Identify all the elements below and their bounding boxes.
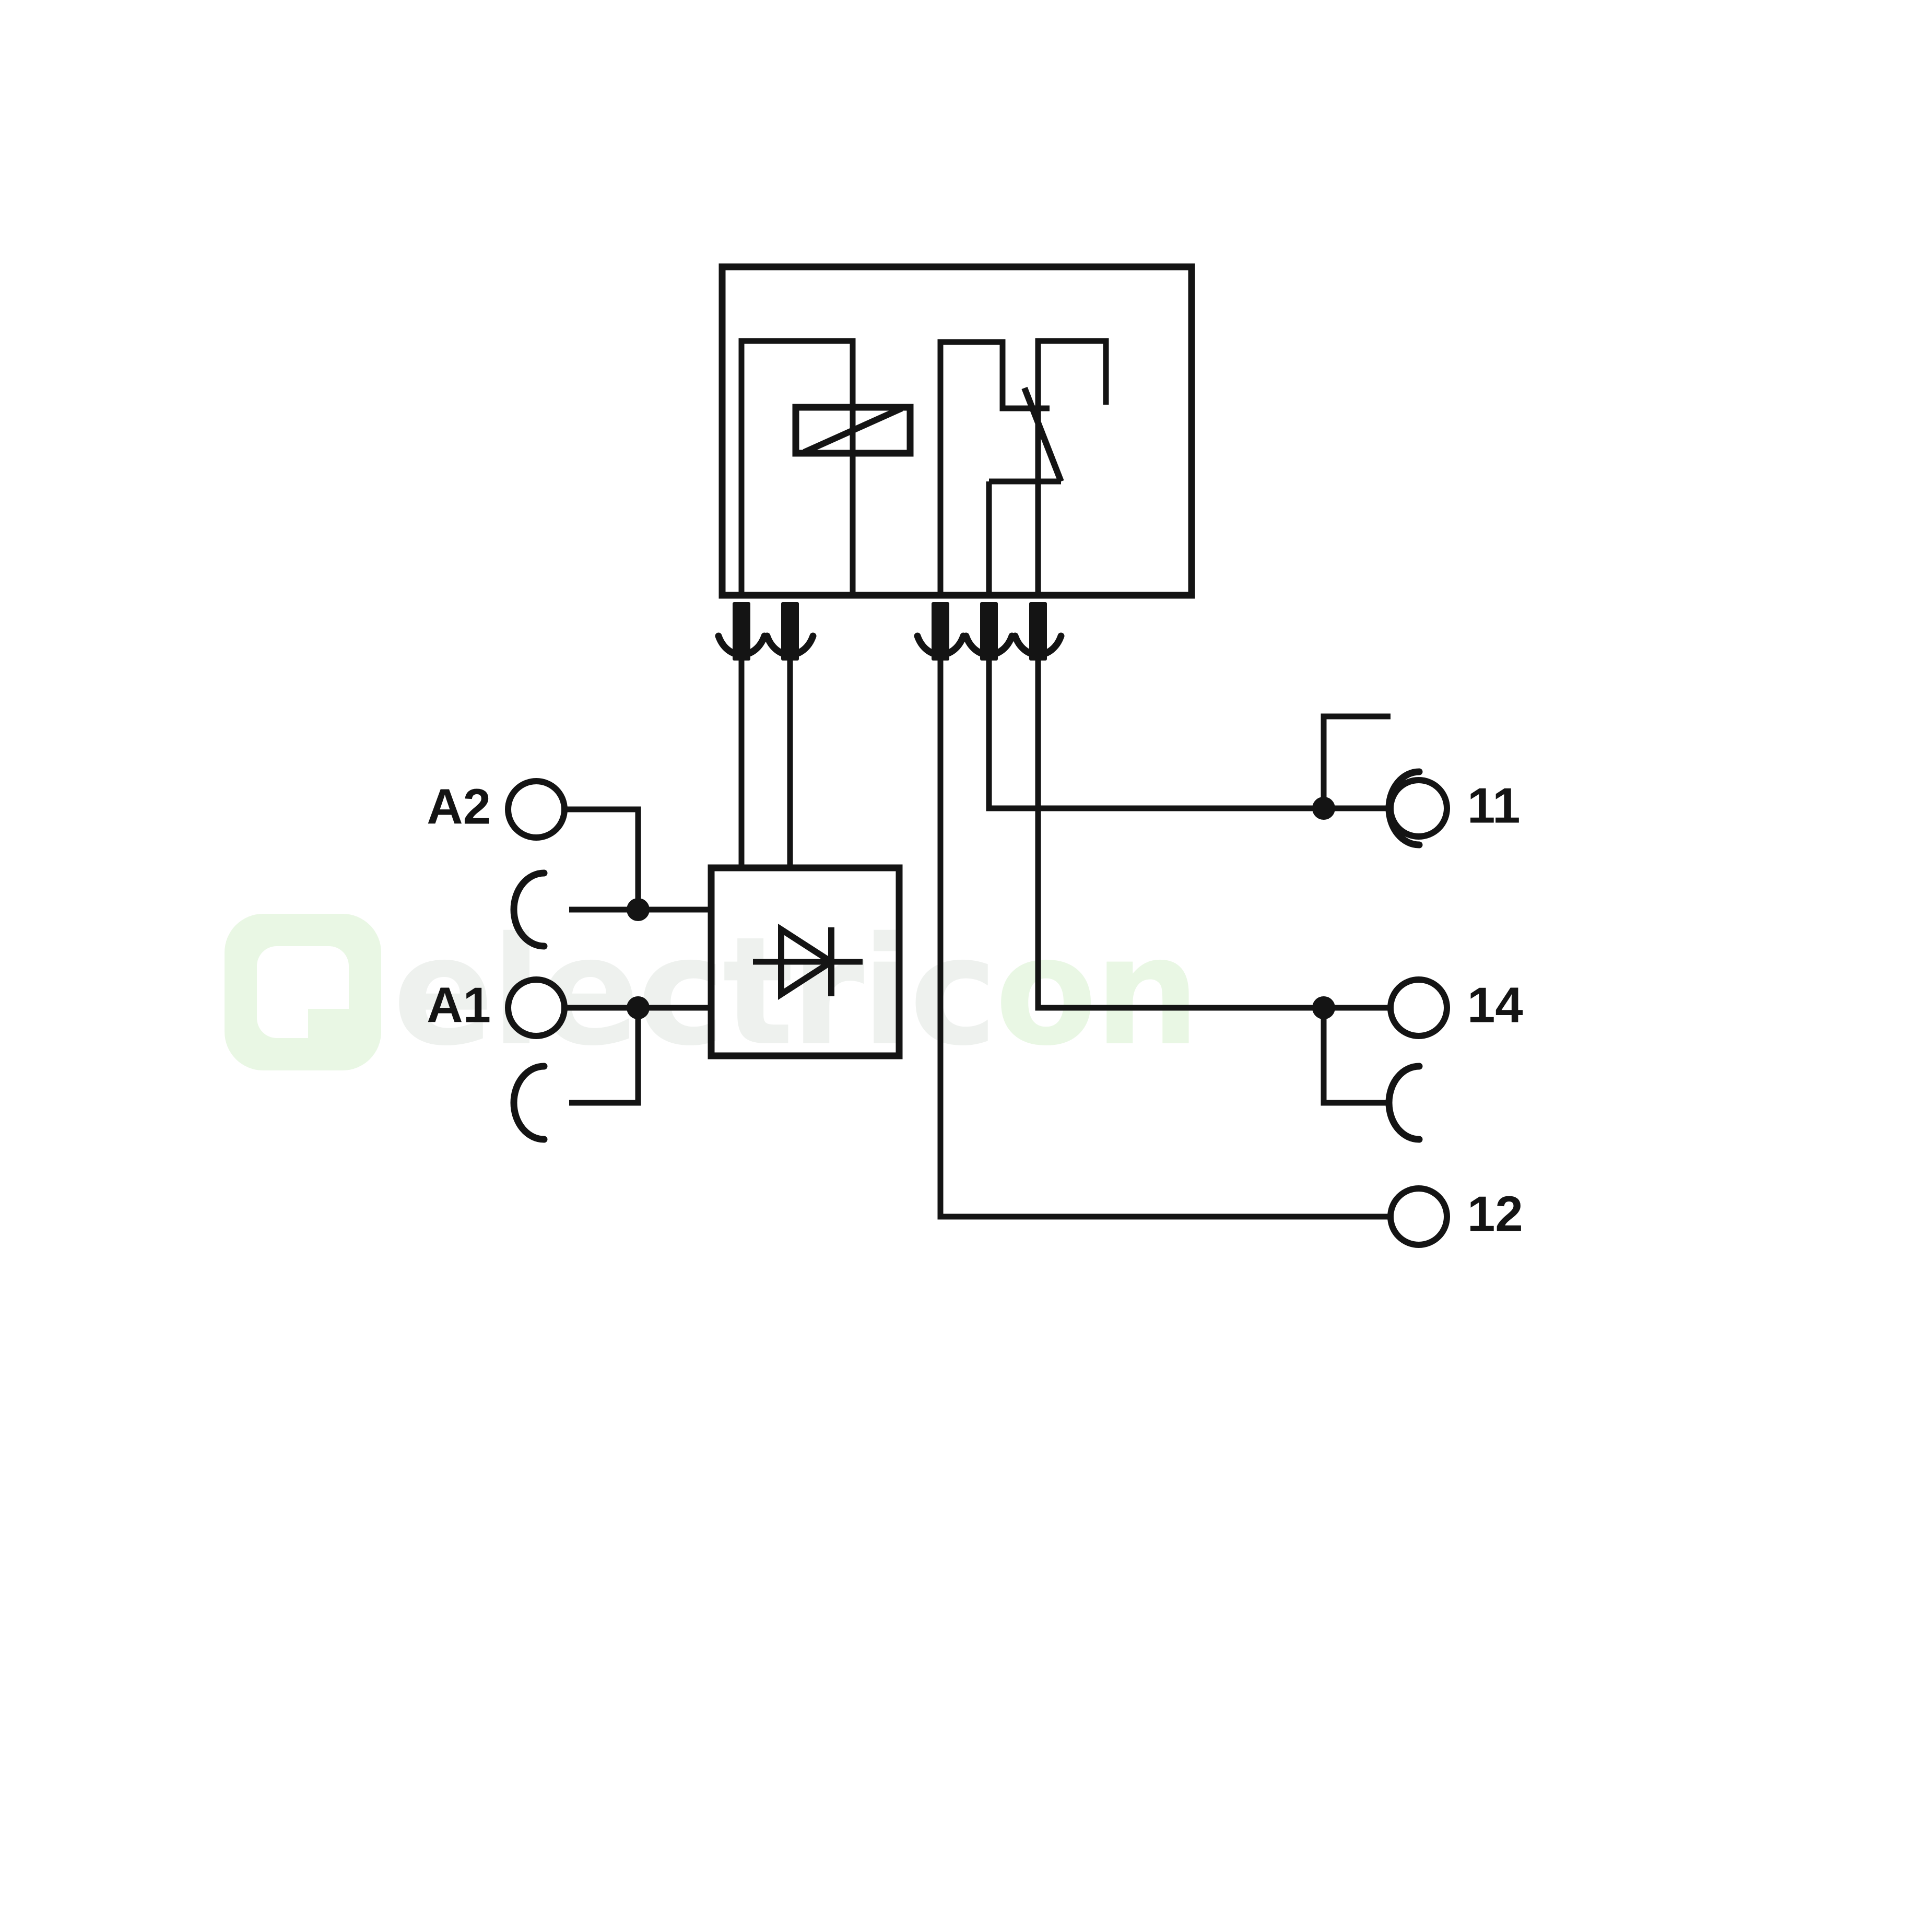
terminal-circle-12[interactable] — [1387, 1185, 1450, 1248]
wire-junction-to-terminal-11 — [1321, 713, 1391, 808]
module-pin-3 — [932, 602, 949, 661]
terminal-label-A2: A2 — [427, 779, 491, 834]
junction-dot-A1 — [627, 996, 650, 1019]
module-pin-2 — [781, 602, 799, 661]
wire-A1-to-socket — [569, 1008, 641, 1106]
terminal-label-A1: A1 — [427, 977, 491, 1033]
relay-module-outline — [718, 263, 1195, 599]
rail-socket-14 — [1385, 1063, 1423, 1143]
junction-dot-11 — [1312, 797, 1335, 820]
terminal-circle-11[interactable] — [1387, 777, 1450, 840]
relay-coil-symbol — [792, 404, 914, 457]
wire-pin4-to-terminal-11 — [986, 652, 1324, 811]
protection-circuit-block — [708, 864, 903, 1059]
nc-contact-internal-wire — [937, 339, 1050, 595]
terminal-circle-A2[interactable] — [505, 778, 568, 841]
wire-pin3-to-terminal-12 — [937, 652, 1391, 1220]
wire-A2-drop — [564, 806, 641, 910]
terminal-circle-14[interactable] — [1387, 976, 1450, 1039]
contact-blade — [1021, 386, 1064, 483]
no-contact-internal-wire — [1035, 338, 1109, 595]
terminal-label-14: 14 — [1467, 977, 1523, 1033]
junction-dot-A2 — [627, 898, 650, 921]
terminal-circle-A1[interactable] — [505, 976, 568, 1039]
rail-socket-A2 — [510, 869, 548, 950]
wire-pin5-to-terminal-14 — [1035, 652, 1324, 1011]
wire-junction-to-socket-14 — [1321, 1008, 1390, 1106]
module-pin-5 — [1029, 602, 1047, 661]
coil-internal-wire — [738, 338, 856, 595]
diode-triangle-icon — [778, 923, 838, 1000]
junction-dot-14 — [1312, 996, 1335, 1019]
module-pin-4 — [980, 602, 998, 661]
terminal-label-12: 12 — [1467, 1186, 1523, 1242]
rail-socket-A1 — [510, 1063, 548, 1143]
terminal-label-11: 11 — [1467, 777, 1520, 833]
module-pin-1 — [733, 602, 750, 661]
coil-diagonal-icon — [803, 405, 903, 455]
